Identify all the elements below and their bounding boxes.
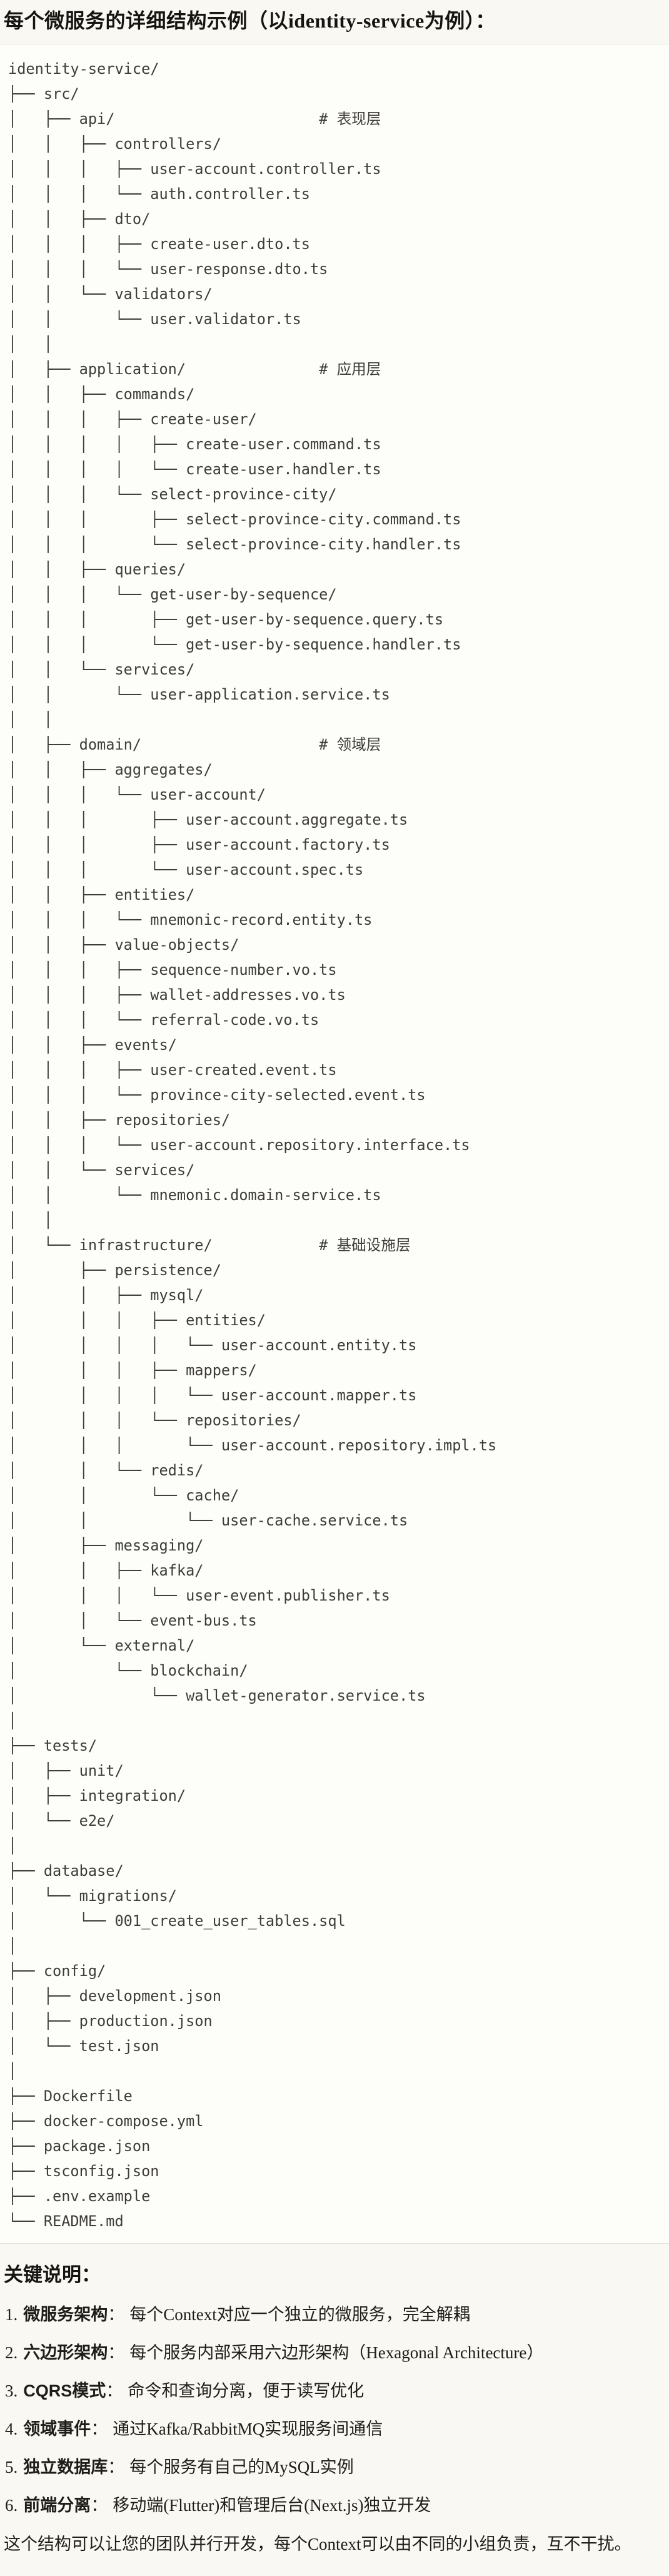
note-number: 3. xyxy=(5,2381,18,2400)
note-item: 3. CQRS模式： 命令和查询分离，便于读写优化 xyxy=(5,2380,663,2401)
note-description: 每个服务有自己的MySQL实例 xyxy=(129,2458,354,2477)
note-item: 2. 六边形架构：每个服务内部采用六边形架构（Hexagonal Architec… xyxy=(5,2342,663,2363)
note-colon: ： xyxy=(108,2305,125,2324)
note-description: 每个服务内部采用六边形架构（Hexagonal Architecture） xyxy=(129,2343,544,2362)
note-number: 5. xyxy=(5,2458,18,2477)
directory-tree: identity-service/ ├── src/ │ ├── api/ # … xyxy=(8,60,497,2230)
note-item: 5. 独立数据库：每个服务有自己的MySQL实例 xyxy=(5,2456,663,2478)
note-item: 1. 微服务架构：每个Context对应一个独立的微服务，完全解耦 xyxy=(5,2304,663,2325)
note-term: 领域事件 xyxy=(23,2420,91,2438)
note-term: 前端分离 xyxy=(23,2496,91,2515)
closing-paragraph: 这个结构可以让您的团队并行开发，每个Context可以由不同的小组负责，互不干扰… xyxy=(4,2535,631,2553)
note-colon: ： xyxy=(106,2381,123,2400)
note-term: 六边形架构 xyxy=(23,2343,108,2362)
note-colon: ： xyxy=(108,2343,125,2362)
note-description: 命令和查询分离，便于读写优化 xyxy=(128,2381,365,2400)
note-colon: ： xyxy=(91,2420,108,2438)
note-item: 6. 前端分离： 移动端(Flutter)和管理后台(Next.js)独立开发 xyxy=(5,2495,663,2516)
note-colon: ： xyxy=(91,2496,108,2515)
note-number: 2. xyxy=(5,2343,18,2362)
note-description: 每个Context对应一个独立的微服务，完全解耦 xyxy=(129,2305,470,2324)
note-number: 1. xyxy=(5,2305,18,2324)
note-number: 6. xyxy=(5,2496,18,2515)
notes-section: 关键说明： 1.微服务架构：每个Context对应一个独立的微服务，完全解耦 2… xyxy=(0,2263,669,2569)
note-colon: ： xyxy=(108,2458,125,2477)
note-term: 微服务架构 xyxy=(23,2305,108,2324)
note-number: 4. xyxy=(5,2420,18,2438)
notes-list: 1.微服务架构：每个Context对应一个独立的微服务，完全解耦 2.六边形架构… xyxy=(4,2304,663,2516)
note-description: 通过Kafka/RabbitMQ实现服务间通信 xyxy=(113,2420,383,2438)
directory-tree-block: identity-service/ ├── src/ │ ├── api/ # … xyxy=(0,44,669,2244)
page-title: 每个微服务的详细结构示例（以identity-service为例）： xyxy=(4,9,496,32)
note-term: 独立数据库 xyxy=(23,2458,108,2477)
note-description: 移动端(Flutter)和管理后台(Next.js)独立开发 xyxy=(113,2496,431,2515)
document-header: 每个微服务的详细结构示例（以identity-service为例）： xyxy=(0,0,669,34)
note-item: 4. 领域事件： 通过Kafka/RabbitMQ实现服务间通信 xyxy=(5,2418,663,2440)
note-term: CQRS模式 xyxy=(23,2381,106,2400)
notes-heading: 关键说明： xyxy=(4,2264,101,2286)
